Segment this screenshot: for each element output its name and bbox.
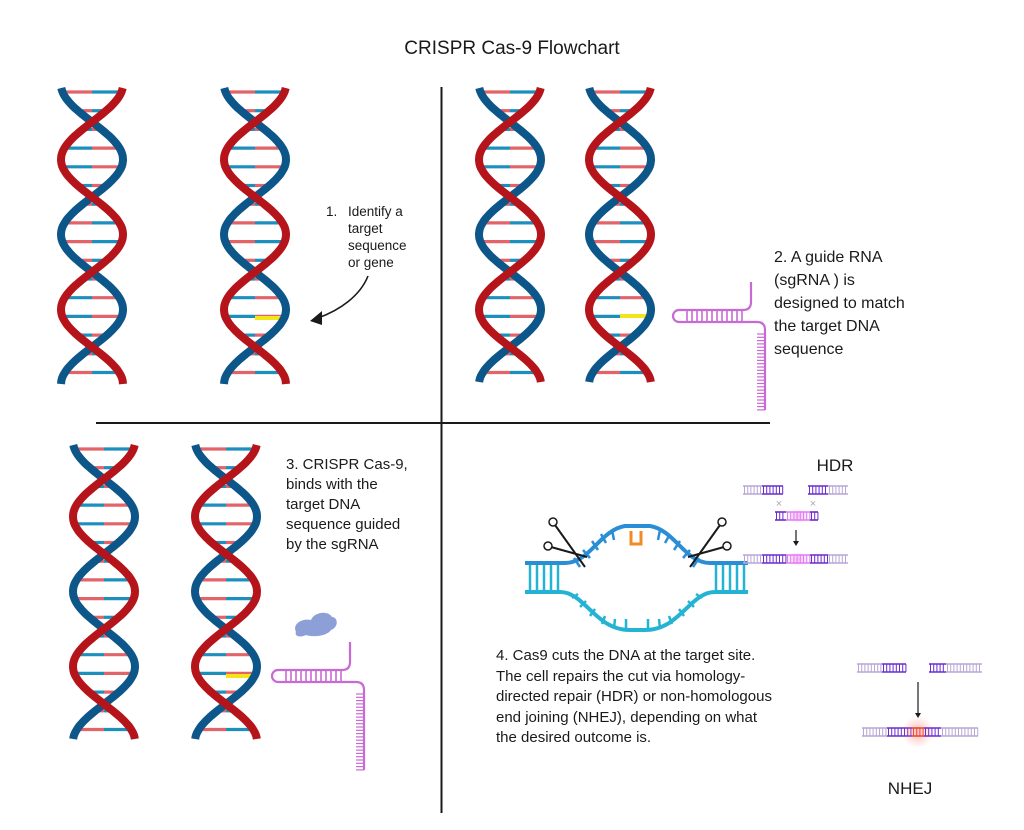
dna-strand-red xyxy=(68,444,140,740)
cas9-protein-icon xyxy=(295,612,337,637)
hdr-label: HDR xyxy=(816,456,854,475)
dna-helix-target-icon xyxy=(584,87,656,383)
dna-strand-red xyxy=(474,87,546,383)
dna-strand-blue xyxy=(474,87,546,383)
hdr-repair-icon: ×× xyxy=(743,485,848,566)
page-title: CRISPR Cas-9 Flowchart xyxy=(404,38,620,59)
nhej-repair-icon xyxy=(857,663,982,748)
dna-helix-target-icon xyxy=(219,87,291,385)
svg-text:×: × xyxy=(810,498,816,510)
scissors-icon xyxy=(543,517,588,568)
dna-helix-icon xyxy=(56,87,128,385)
step-4-caption: 4. Cas9 cuts the DNA at the target site.… xyxy=(496,647,772,746)
step-2-caption: 2. A guide RNA (sgRNA ) is designed to m… xyxy=(774,249,905,358)
dna-strand-blue xyxy=(190,444,262,740)
dna-bubble-icon xyxy=(525,524,748,632)
cut-site-marker xyxy=(629,531,643,546)
dna-strand-red xyxy=(190,444,262,740)
step-1-text: Identify a target sequence or gene xyxy=(348,204,407,270)
svg-text:×: × xyxy=(776,498,782,510)
dna-strand-blue xyxy=(56,87,128,385)
dna-strand-red xyxy=(56,87,128,385)
step-3-caption: 3. CRISPR Cas-9, binds with the target D… xyxy=(286,456,408,553)
scissors-icon xyxy=(687,517,732,568)
sgrna-icon xyxy=(270,642,366,771)
nhej-label: NHEJ xyxy=(887,779,933,798)
dna-strand-blue xyxy=(584,87,656,383)
dna-helix-target-icon xyxy=(190,444,262,740)
dna-helix-icon xyxy=(474,87,546,383)
dna-helix-icon xyxy=(68,444,140,740)
dna-strand-blue xyxy=(219,87,291,385)
step-1-number: 1. xyxy=(326,204,338,219)
dna-strand-red xyxy=(584,87,656,383)
sgrna-icon xyxy=(671,282,767,411)
dna-strand-blue xyxy=(68,444,140,740)
dna-strand-red xyxy=(219,87,291,385)
curved-arrow-icon xyxy=(310,275,369,325)
